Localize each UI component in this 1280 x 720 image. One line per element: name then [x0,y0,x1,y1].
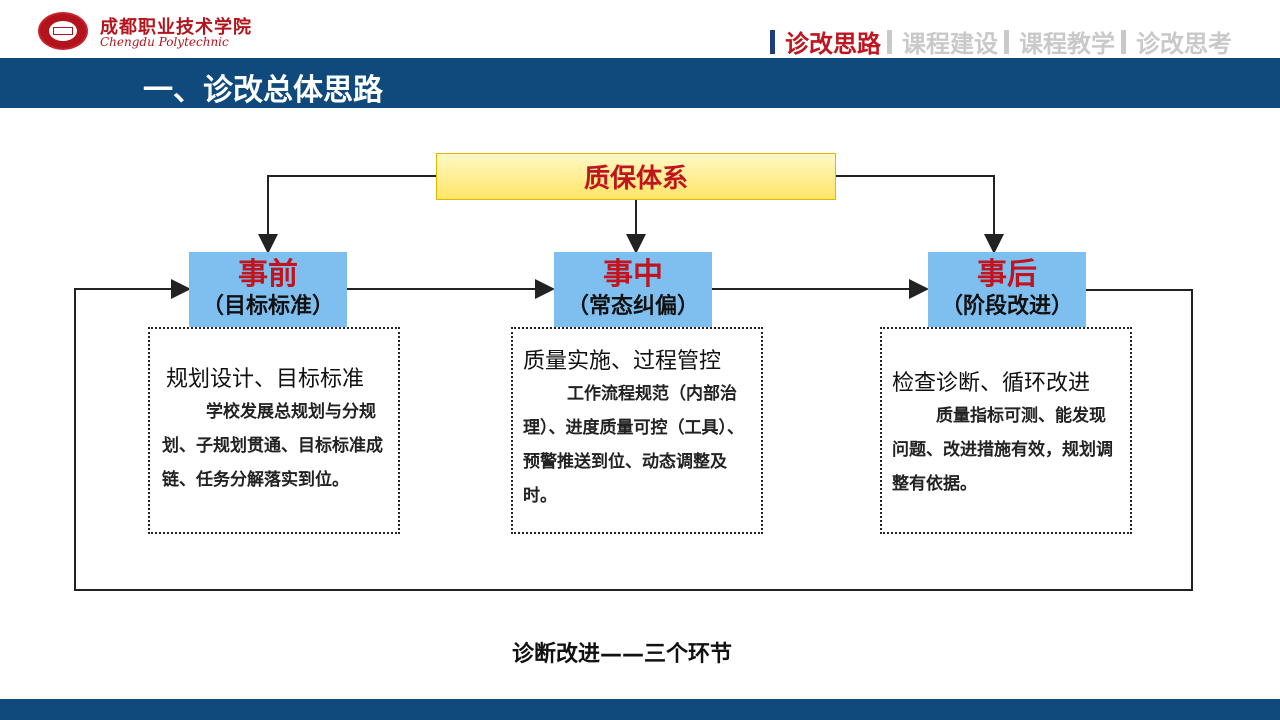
quality-system-box: 质保体系 [436,153,836,200]
nav-label: 课程教学 [1019,30,1115,58]
nav-item-course-teaching[interactable]: 课程教学 [1004,24,1115,59]
stage-before: 事前 （目标标准） [189,252,347,327]
stage-title: 事后 [977,256,1037,292]
stage-subtitle: （目标标准） [201,293,334,319]
nav-item-diagnosis-idea[interactable]: 诊改思路 [770,24,881,59]
school-name-en: Chengdu Polytechnic [100,35,229,49]
connector-feedback-loop [74,279,1193,591]
nav-divider-bar [1121,29,1126,54]
stage-subtitle: （常态纠偏） [566,293,699,319]
section-title: 一、诊改总体思路 [143,73,383,108]
school-logo [38,12,92,52]
description-heading: 质量实施、过程管控 [523,349,722,374]
stage-title: 事前 [238,256,298,292]
description-before: 规划设计、目标标准 学校发展总规划与分规划、子规划贯通、目标标准成链、任务分解落… [148,327,400,534]
school-name-cn: 成都职业技术学院 [100,17,252,38]
diagram-caption: 诊断改进——三个环节 [512,642,733,667]
stage-after: 事后 （阶段改进） [928,252,1086,327]
description-body: 工作流程规范（内部治理）、进度质量可控（工具）、预警推送到位、动态调整及时。 [523,384,744,506]
connector-top-right [836,175,1004,254]
nav-label: 诊改思考 [1136,30,1232,58]
section-title-band: 一、诊改总体思路 [0,58,1280,108]
description-heading: 规划设计、目标标准 [166,367,365,392]
stage-subtitle: （阶段改进） [940,293,1073,319]
description-body: 质量指标可测、能发现问题、改进措施有效，规划调整有依据。 [892,406,1113,494]
top-nav: 诊改思路 课程建设 课程教学 诊改思考 [764,24,1232,59]
connector-top-left [258,175,436,254]
nav-label: 课程建设 [902,30,998,58]
nav-divider-bar [887,29,892,54]
nav-label: 诊改思路 [785,30,881,58]
nav-item-diagnosis-reflection[interactable]: 诊改思考 [1121,24,1232,59]
description-body: 学校发展总规划与分规划、子规划贯通、目标标准成链、任务分解落实到位。 [162,402,383,490]
nav-divider-bar [770,29,775,54]
nav-divider-bar [1004,29,1009,54]
description-during: 质量实施、过程管控 工作流程规范（内部治理）、进度质量可控（工具）、预警推送到位… [511,327,763,534]
footer-band [0,699,1280,720]
description-heading: 检查诊断、循环改进 [892,371,1091,396]
description-after: 检查诊断、循环改进 质量指标可测、能发现问题、改进措施有效，规划调整有依据。 [880,327,1132,534]
nav-item-course-building[interactable]: 课程建设 [887,24,998,59]
school-seal-icon [38,12,88,50]
stage-during: 事中 （常态纠偏） [554,252,712,327]
stage-title: 事中 [603,256,663,292]
